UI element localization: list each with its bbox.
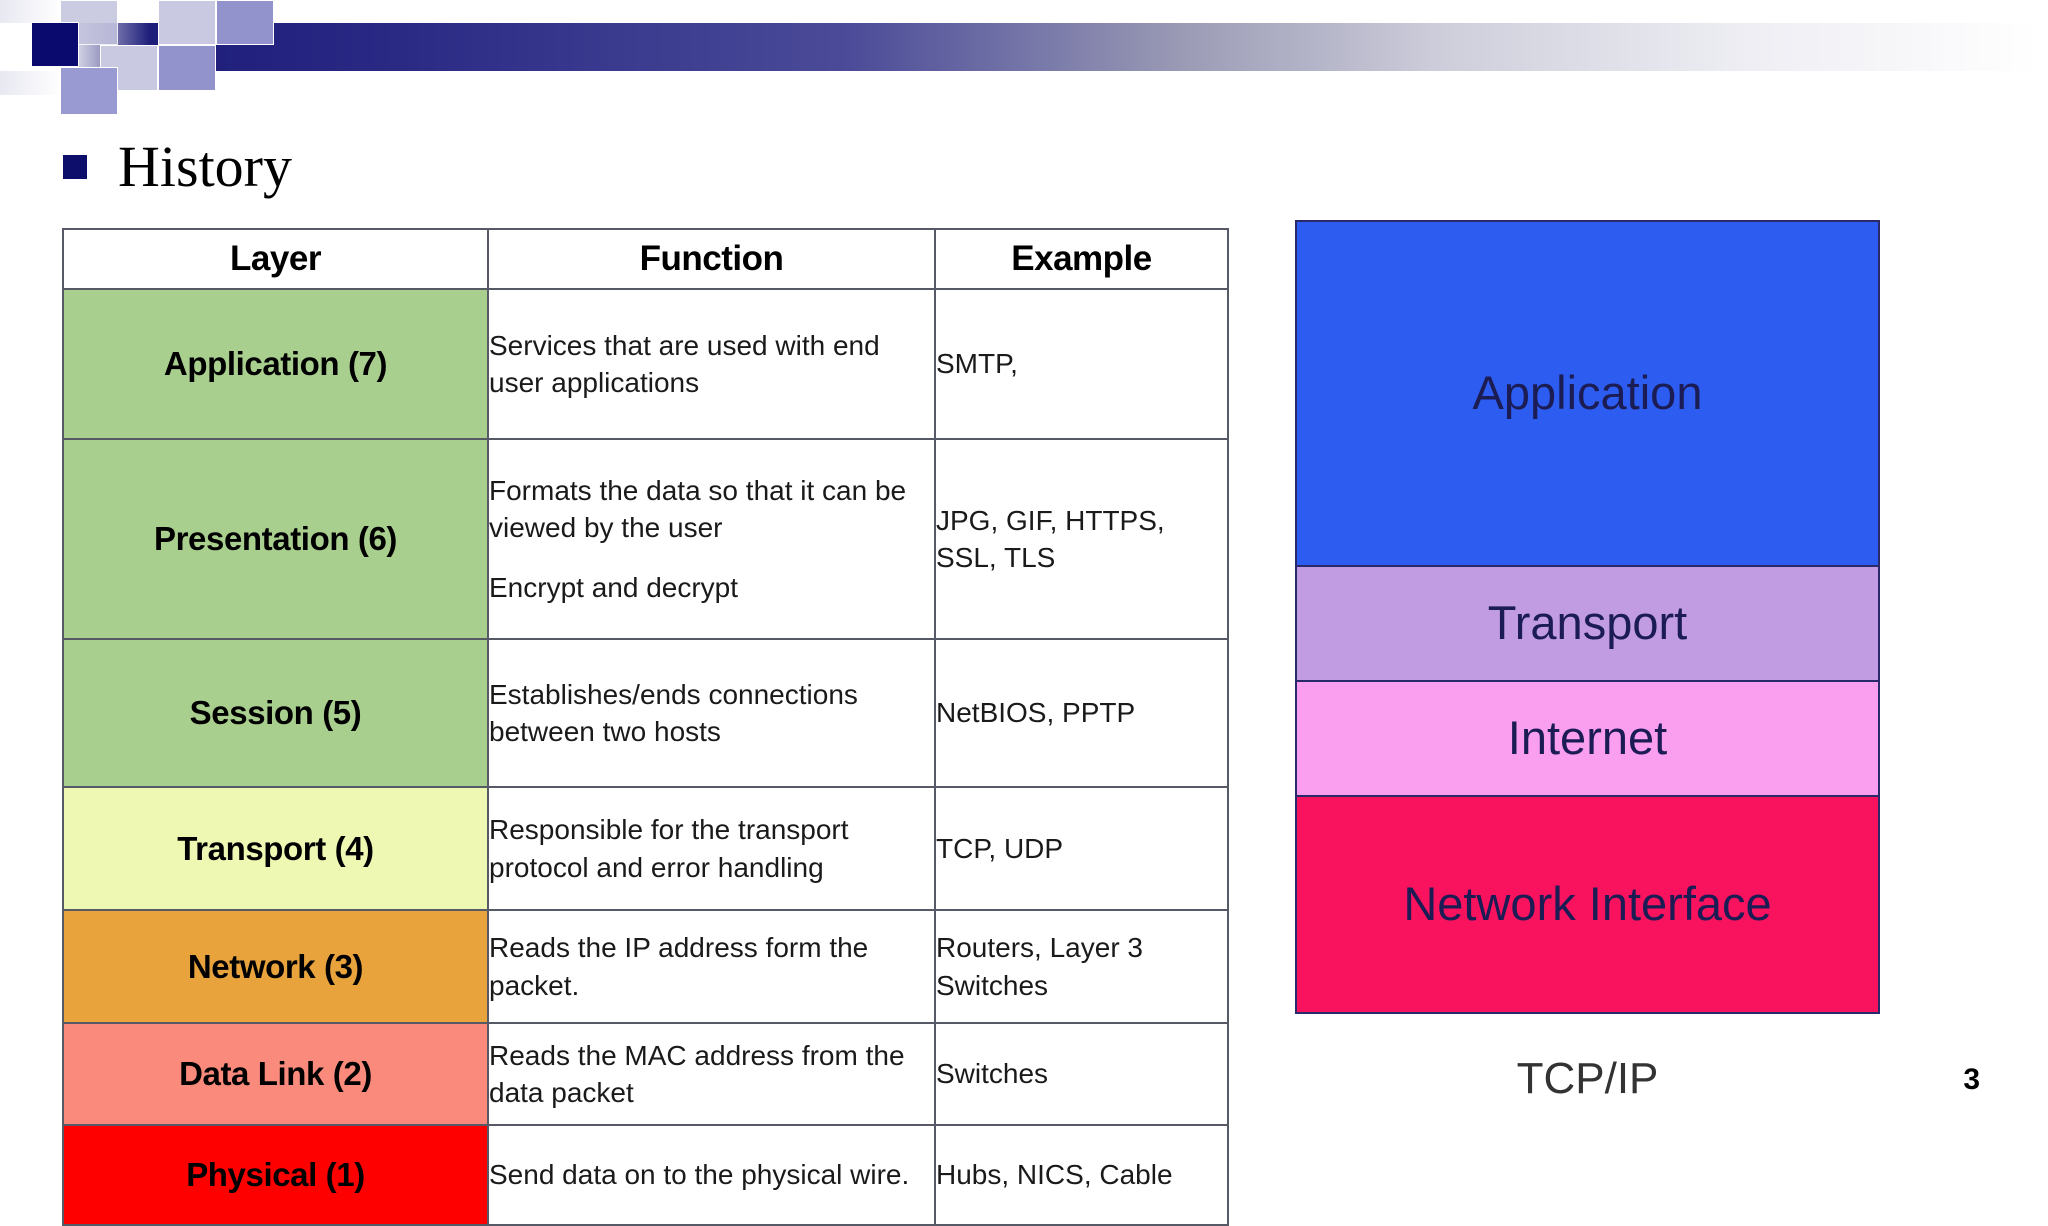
layer-name-application: Application (7) — [62, 288, 489, 440]
layer-name-transport: Transport (4) — [62, 786, 489, 911]
tcpip-layer-internet: Internet — [1297, 682, 1878, 797]
layer-function-application: Services that are used with end user app… — [487, 288, 936, 440]
table-row: Presentation (6) Formats the data so tha… — [62, 438, 1229, 640]
layer-example-network: Routers, Layer 3 Switches — [934, 909, 1229, 1024]
table-row: Physical (1) Send data on to the physica… — [62, 1124, 1229, 1226]
square-bullet-icon — [63, 155, 87, 179]
slide-header-banner — [0, 0, 2048, 115]
banner-gradient-bar — [0, 23, 2048, 71]
layer-example-physical: Hubs, NICS, Cable — [934, 1124, 1229, 1226]
tcpip-layer-application: Application — [1297, 222, 1878, 567]
banner-square-navy — [31, 22, 79, 67]
layer-function-presentation: Formats the data so that it can be viewe… — [487, 438, 936, 640]
tcpip-layer-network-interface: Network Interface — [1297, 797, 1878, 1012]
tcpip-caption: TCP/IP — [1516, 1054, 1659, 1103]
banner-square-4 — [158, 45, 216, 91]
tcpip-layer-transport: Transport — [1297, 567, 1878, 682]
layer-name-physical: Physical (1) — [62, 1124, 489, 1226]
banner-square-2 — [60, 67, 118, 115]
layer-example-application: SMTP, — [934, 288, 1229, 440]
layer-function-network: Reads the IP address form the packet. — [487, 909, 936, 1024]
banner-square-6 — [216, 0, 274, 45]
table-row: Network (3) Reads the IP address form th… — [62, 909, 1229, 1024]
layer-name-session: Session (5) — [62, 638, 489, 788]
layer-example-transport: TCP, UDP — [934, 786, 1229, 911]
table-row: Data Link (2) Reads the MAC address from… — [62, 1022, 1229, 1126]
layer-example-data-link: Switches — [934, 1022, 1229, 1126]
column-header-example: Example — [934, 228, 1229, 290]
layer-name-network: Network (3) — [62, 909, 489, 1024]
banner-square-5 — [158, 0, 216, 45]
table-row: Transport (4) Responsible for the transp… — [62, 786, 1229, 911]
page-number: 3 — [1963, 1063, 1980, 1096]
layer-name-data-link: Data Link (2) — [62, 1022, 489, 1126]
page-title: History — [118, 134, 292, 199]
osi-layers-table: Layer Function Example Application (7) S… — [62, 228, 1229, 1226]
layer-example-session: NetBIOS, PPTP — [934, 638, 1229, 788]
column-header-function: Function — [487, 228, 936, 290]
layer-example-presentation: JPG, GIF, HTTPS, SSL, TLS — [934, 438, 1229, 640]
table-header-row: Layer Function Example — [62, 228, 1229, 290]
layer-function-transport: Responsible for the transport protocol a… — [487, 786, 936, 911]
tcpip-stack: Application Transport Internet Network I… — [1295, 220, 1880, 1014]
layer-name-presentation: Presentation (6) — [62, 438, 489, 640]
layer-function-presentation-main: Formats the data so that it can be viewe… — [489, 475, 907, 544]
table-row: Session (5) Establishes/ends connections… — [62, 638, 1229, 788]
layer-function-physical: Send data on to the physical wire. — [487, 1124, 936, 1226]
slide-title-row: History — [63, 138, 292, 196]
tcpip-model-diagram: Application Transport Internet Network I… — [1295, 220, 1880, 1104]
layer-function-session: Establishes/ends connections between two… — [487, 638, 936, 788]
spacer-line — [489, 547, 934, 569]
layer-function-presentation-extra: Encrypt and decrypt — [489, 571, 739, 603]
layer-function-data-link: Reads the MAC address from the data pack… — [487, 1022, 936, 1126]
column-header-layer: Layer — [62, 228, 489, 290]
table-row: Application (7) Services that are used w… — [62, 288, 1229, 440]
